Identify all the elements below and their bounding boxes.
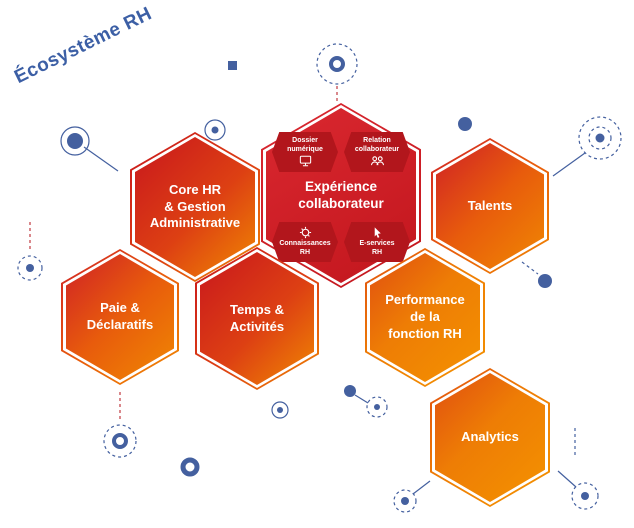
hexagon-fill <box>370 253 480 382</box>
hexagon-content: Dossier numérique Relation collaborateur… <box>261 103 421 288</box>
center-hexagon-title: Expérience collaborateur <box>298 179 384 211</box>
decor-dot <box>344 385 356 397</box>
badge-label: Dossier numérique <box>287 136 323 153</box>
decor-circle <box>271 401 289 419</box>
hexagon-label: Paie & Déclaratifs <box>86 300 154 332</box>
decor-dot <box>538 274 552 288</box>
hexagon-performance-fonction-rh: Performance de la fonction RH <box>365 248 485 387</box>
decor-dashed-circle <box>103 424 137 458</box>
hexagon-paie-declaratifs: Paie & Déclaratifs <box>61 249 179 385</box>
hexagon-fill <box>66 254 174 380</box>
hexagon-talents: Talents <box>431 138 549 274</box>
hexagon-label: Temps & Activités <box>229 301 285 334</box>
decor-line <box>83 146 119 172</box>
decor-dashed-circle <box>578 116 622 160</box>
decor-square <box>228 61 237 70</box>
hexagon-label: Talents <box>467 197 513 213</box>
badge-label: E-services RH <box>359 240 395 256</box>
monitor-icon <box>299 156 311 167</box>
decor-dot <box>277 407 283 413</box>
decor-dot <box>595 133 605 143</box>
hexagon-label: Performance de la fonction RH <box>385 292 465 341</box>
decor-dot <box>458 117 472 131</box>
hexagon-label: Analytics <box>461 429 519 445</box>
decor-ring <box>329 56 345 72</box>
decor-dashed-circle <box>393 489 417 513</box>
hexagon-label: Core HR & Gestion Administrative <box>149 181 241 231</box>
people-icon <box>370 156 384 166</box>
badge-label: Connaissances RH <box>279 240 331 256</box>
decor-dashed-circle <box>17 255 43 281</box>
hexagon-fill <box>436 143 544 269</box>
decor-circle <box>204 119 226 141</box>
decor-dashed-circle <box>316 43 358 85</box>
decor-line <box>552 152 586 177</box>
decor-ring <box>112 433 128 449</box>
badge-relation-collaborateur: Relation collaborateur <box>344 132 410 172</box>
badge-e-services-rh: E-services RH <box>344 222 410 262</box>
e-services-icon <box>374 227 381 239</box>
badge-label: Relation collaborateur <box>354 136 400 153</box>
decor-circle <box>60 126 90 156</box>
decor-line <box>557 470 577 488</box>
decor-line <box>412 480 431 495</box>
hexagon-temps-activites: Temps & Activités <box>195 247 319 390</box>
hexagon-experience-collaborateur: Dossier numérique Relation collaborateur… <box>261 103 421 288</box>
decor-dot <box>67 133 83 149</box>
hexagon-core-hr: Core HR & Gestion Administrative <box>130 132 260 282</box>
decor-dot <box>211 126 219 134</box>
decor-dashed-circle <box>588 126 612 150</box>
decor-ring <box>180 457 200 477</box>
knowledge-icon <box>299 227 311 239</box>
badge-connaissances-rh: Connaissances RH <box>272 222 338 262</box>
decor-dot <box>26 264 34 272</box>
decor-dashed-circle <box>571 482 599 510</box>
decor-dot <box>581 492 589 500</box>
decor-dot <box>401 497 409 505</box>
badge-dossier-numerique: Dossier numérique <box>272 132 338 172</box>
decor-line <box>354 394 369 404</box>
hexagon-analytics: Analytics <box>430 368 550 507</box>
decor-dot <box>374 404 380 410</box>
decor-dashed-circle <box>366 396 388 418</box>
